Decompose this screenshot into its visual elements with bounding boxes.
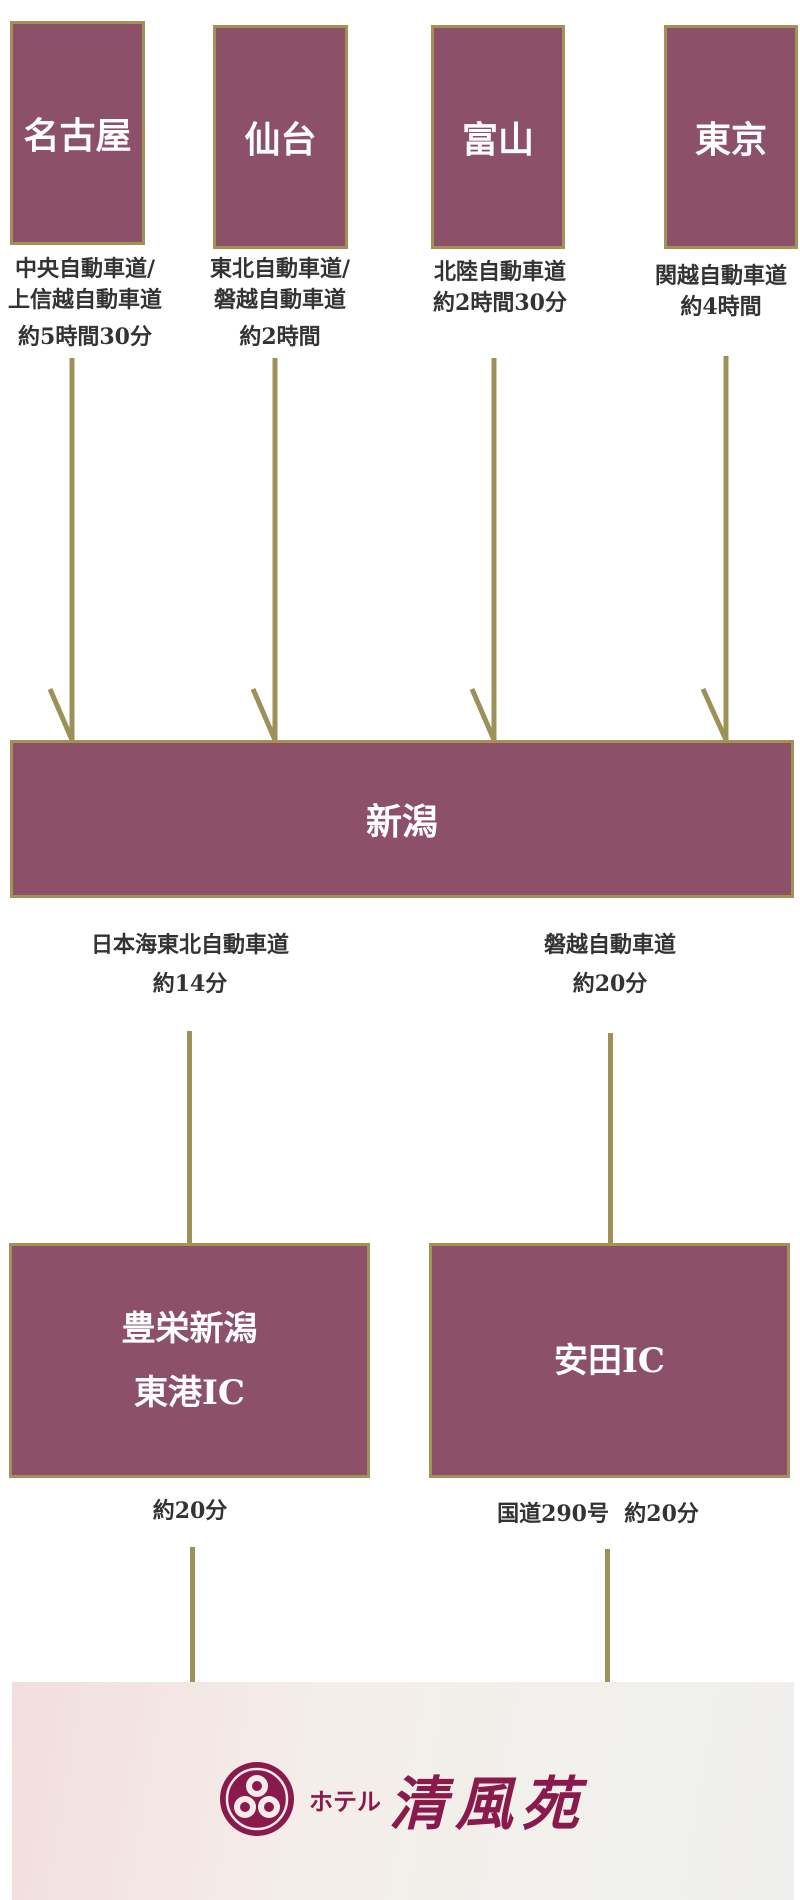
arrow-head-toyama xyxy=(469,688,497,741)
origin-name: 東京 xyxy=(694,119,767,161)
origin-name: 名古屋 xyxy=(23,115,132,157)
family-crest-icon xyxy=(220,1762,294,1836)
origin-box-toyama: 富山 xyxy=(431,25,565,249)
branch-route: 磐越自動車道 xyxy=(543,932,676,958)
ic-name-line2: 東港IC xyxy=(134,1372,245,1413)
route-label-nagoya: 中央自動車道/ 上信越自動車道 約5時間30分 xyxy=(0,254,170,353)
route-time: 約2時間30分 xyxy=(433,290,567,316)
route-label-sendai: 東北自動車道/ 磐越自動車道 約2時間 xyxy=(195,254,365,353)
route-line2: 磐越自動車道 xyxy=(213,287,346,313)
ic-name-line1: 安田IC xyxy=(554,1340,665,1381)
branch-time: 約14分 xyxy=(152,971,228,997)
arrow-head-nagoya xyxy=(47,688,75,741)
route-line1: 関越自動車道 xyxy=(654,263,787,289)
origin-box-nagoya: 名古屋 xyxy=(10,21,145,245)
hotel-logo-prefix: ホテル xyxy=(309,1786,381,1816)
branch-label-yasuda: 磐越自動車道 約20分 xyxy=(480,930,740,1000)
final-leg-time: 約20分 xyxy=(152,1498,228,1524)
hotel-banner: ホテル 清風苑 xyxy=(12,1682,794,1900)
hotel-logo-name: 清風苑 xyxy=(389,1770,588,1838)
origin-name: 仙台 xyxy=(244,119,317,161)
hotel-logo: ホテル 清風苑 xyxy=(217,1754,587,1844)
connector-line-hotel-left xyxy=(190,1547,195,1682)
connector-line-hotel-right xyxy=(605,1549,610,1682)
ic-box-yasuda: 安田IC xyxy=(429,1243,790,1478)
connector-line-east-port xyxy=(187,1031,192,1243)
branch-route: 日本海東北自動車道 xyxy=(90,932,289,958)
ic-box-toyosaka: 豊栄新潟 東港IC xyxy=(9,1243,370,1478)
branch-time: 約20分 xyxy=(572,971,648,997)
route-label-toyama: 北陸自動車道 約2時間30分 xyxy=(415,257,585,319)
hub-box-niigata: 新潟 xyxy=(10,740,794,898)
ic-name-line1: 豊栄新潟 xyxy=(121,1308,258,1349)
arrow-head-tokyo xyxy=(700,687,729,742)
origin-name: 富山 xyxy=(461,119,534,161)
hub-name: 新潟 xyxy=(365,801,438,843)
branch-label-east-port: 日本海東北自動車道 約14分 xyxy=(60,930,320,1000)
origin-box-tokyo: 東京 xyxy=(664,25,798,249)
final-leg-label-east-port: 約20分 xyxy=(90,1496,290,1527)
route-line1: 北陸自動車道 xyxy=(433,259,566,285)
final-leg-label-yasuda: 国道290号 約20分 xyxy=(468,1499,728,1530)
origin-box-sendai: 仙台 xyxy=(213,25,348,249)
route-line2: 上信越自動車道 xyxy=(7,287,162,313)
route-time: 約5時間30分 xyxy=(18,324,152,350)
final-leg-time: 国道290号 約20分 xyxy=(497,1501,699,1527)
route-line1: 東北自動車道/ xyxy=(209,256,351,282)
route-time: 約2時間 xyxy=(239,324,321,350)
connector-line-yasuda xyxy=(608,1033,613,1243)
route-line1: 中央自動車道/ xyxy=(14,256,156,282)
arrow-head-sendai xyxy=(250,688,278,741)
route-time: 約4時間 xyxy=(680,294,762,320)
route-label-tokyo: 関越自動車道 約4時間 xyxy=(642,261,800,323)
